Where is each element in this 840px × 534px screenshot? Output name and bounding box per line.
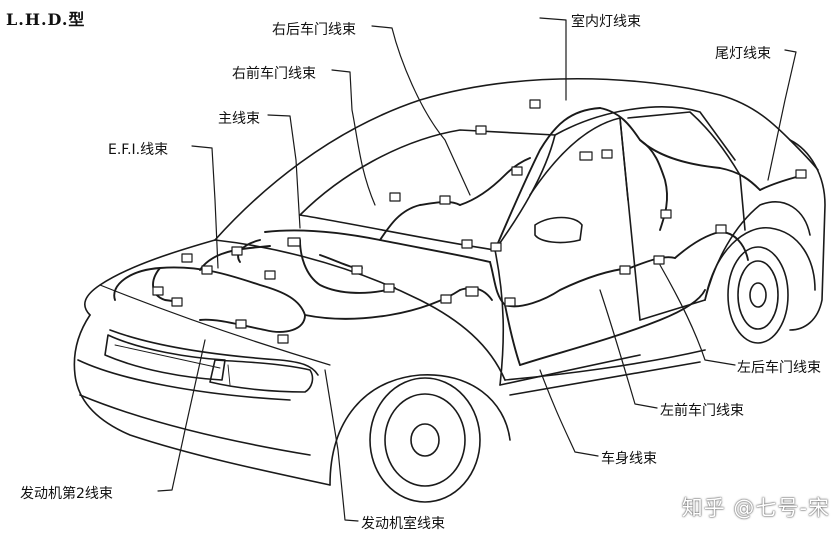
- label-room-lamp-harness: 室内灯线束: [571, 14, 641, 30]
- page-title: L.H.D.型: [6, 10, 86, 29]
- label-left-front-door-harness: 左前车门线束: [660, 403, 744, 419]
- label-left-rear-door-harness: 左后车门线束: [737, 360, 821, 376]
- car-body: [73, 77, 826, 503]
- label-engine-room-harness: 发动机室线束: [361, 516, 445, 532]
- label-right-rear-door-harness: 右后车门线束: [272, 22, 356, 38]
- label-engine-no2-harness: 发动机第2线束: [20, 486, 113, 502]
- harness-wires: [113, 107, 801, 366]
- label-main-harness: 主线束: [218, 111, 260, 127]
- leader-lines: [157, 17, 797, 522]
- watermark: 知乎 @七号-宋: [681, 496, 830, 520]
- label-efi-harness: E.F.I.线束: [108, 142, 169, 158]
- connectors: [152, 99, 807, 344]
- label-tail-lamp-harness: 尾灯线束: [715, 46, 771, 62]
- label-body-harness: 车身线束: [601, 451, 657, 467]
- label-right-front-door-harness: 右前车门线束: [232, 66, 316, 82]
